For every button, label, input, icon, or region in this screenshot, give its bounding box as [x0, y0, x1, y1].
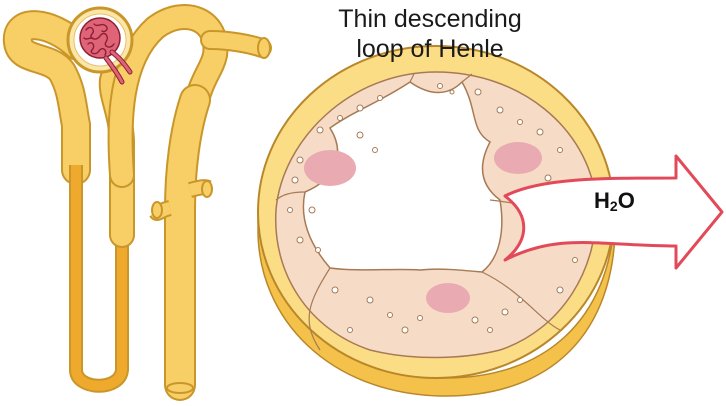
nephron-diagram — [18, 8, 270, 393]
water-label-h: H — [594, 188, 610, 213]
structure-title: Thin descending loop of Henle — [300, 4, 560, 64]
title-line-1: Thin descending — [300, 4, 560, 34]
water-label-subscript: 2 — [610, 198, 618, 214]
collecting-duct — [152, 100, 212, 393]
title-line-2: loop of Henle — [300, 34, 560, 64]
water-label: H2O — [594, 188, 654, 214]
water-label-o: O — [618, 188, 635, 213]
